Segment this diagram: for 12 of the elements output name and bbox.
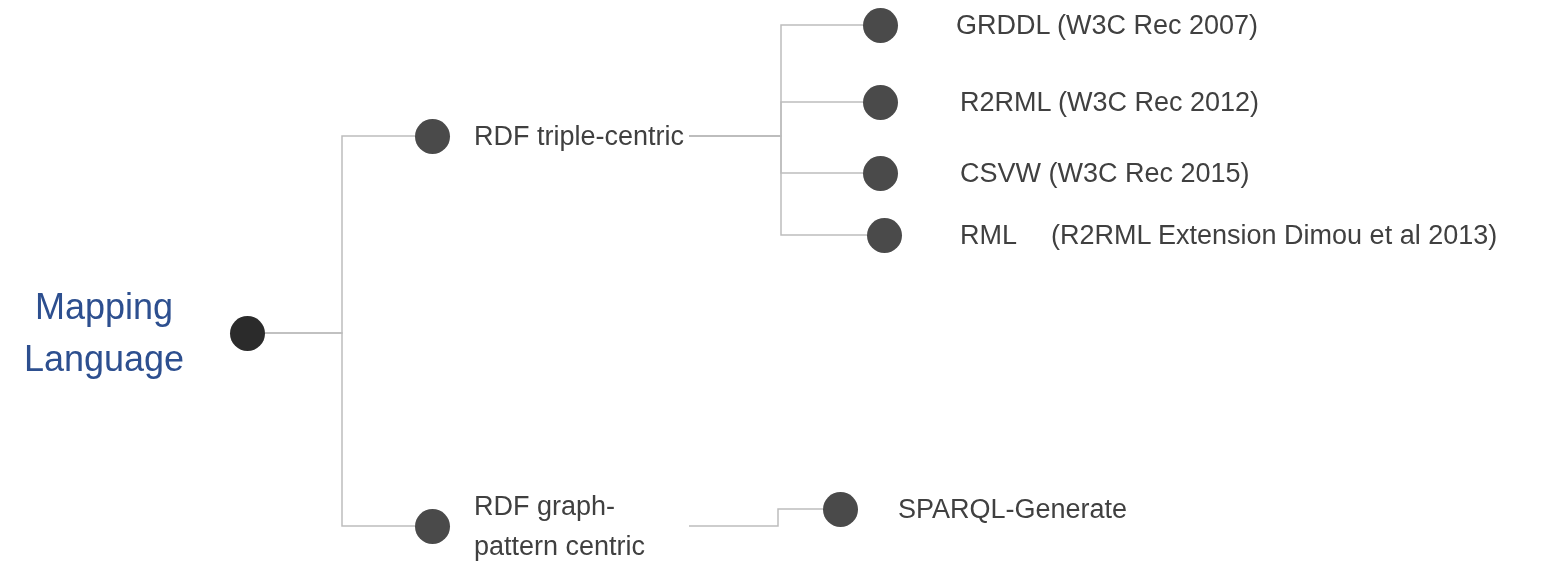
node-label: GRDDL (W3C Rec 2007) <box>956 9 1259 42</box>
node-label: RML <box>960 219 1017 252</box>
connector-line <box>688 135 868 236</box>
node-label: (R2RML Extension Dimou et al 2013) <box>1051 219 1498 252</box>
node-label: CSVW (W3C Rec 2015) <box>960 157 1250 190</box>
connector-line <box>264 332 416 527</box>
node-label: RDF triple-centric <box>474 120 686 153</box>
node-label: SPARQL-Generate <box>898 493 1128 526</box>
root-label: Mapping Language <box>22 285 186 381</box>
connector-line <box>688 508 824 527</box>
node-label: RDF graph-pattern centric <box>474 490 647 563</box>
node-label: R2RML (W3C Rec 2012) <box>960 86 1260 119</box>
